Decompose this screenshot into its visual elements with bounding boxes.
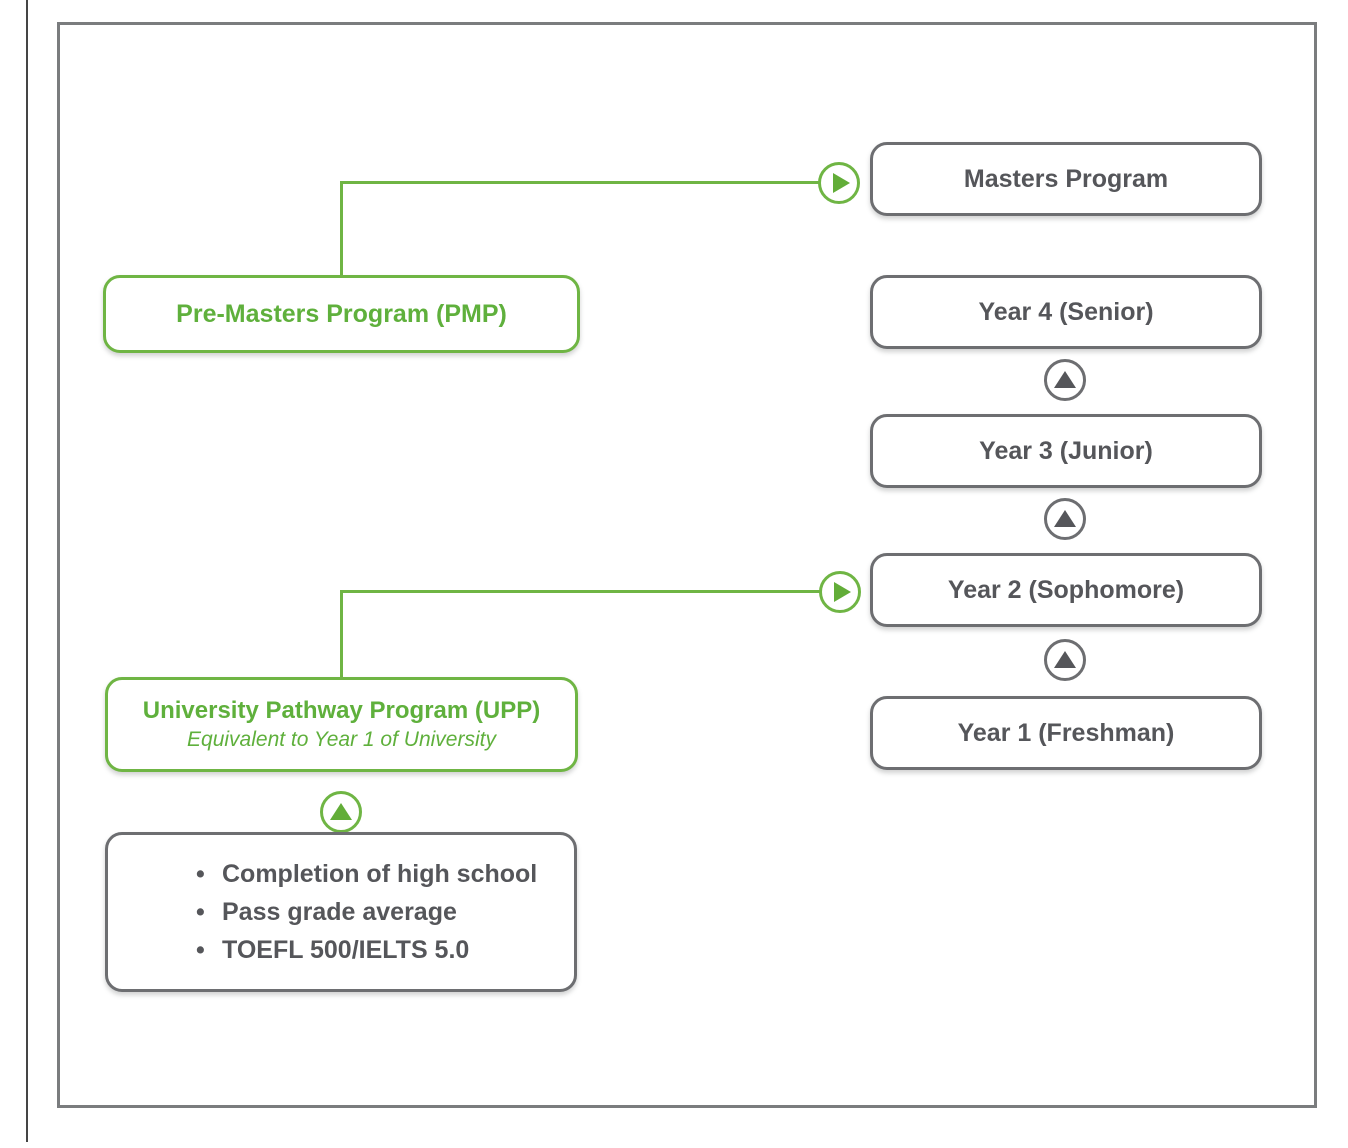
up-arrow-icon — [1044, 498, 1086, 540]
up-arrow-triangle — [330, 802, 352, 820]
requirement-item: Pass grade average — [196, 893, 537, 931]
upp-connector-vertical — [340, 590, 343, 679]
upp-subtitle: Equivalent to Year 1 of University — [187, 728, 496, 751]
masters-program-box: Masters Program — [870, 142, 1262, 216]
requirements-list: Completion of high school Pass grade ave… — [108, 855, 537, 969]
right-arrow-icon — [818, 162, 860, 204]
up-arrow-triangle — [1054, 370, 1076, 388]
year-4-box: Year 4 (Senior) — [870, 275, 1262, 349]
year-1-box: Year 1 (Freshman) — [870, 696, 1262, 770]
page-edge-line — [26, 0, 28, 1142]
year-1-label: Year 1 (Freshman) — [957, 718, 1175, 747]
requirement-item: Completion of high school — [196, 855, 537, 893]
year-3-box: Year 3 (Junior) — [870, 414, 1262, 488]
up-arrow-icon — [320, 791, 362, 833]
year-2-box: Year 2 (Sophomore) — [870, 553, 1262, 627]
university-pathway-program-box: University Pathway Program (UPP) Equival… — [105, 677, 578, 772]
up-arrow-icon — [1044, 359, 1086, 401]
year-2-label: Year 2 (Sophomore) — [947, 575, 1185, 604]
pmp-connector-vertical — [340, 181, 343, 277]
up-arrow-triangle — [1054, 650, 1076, 668]
up-arrow-icon — [1044, 639, 1086, 681]
entry-requirements-box: Completion of high school Pass grade ave… — [105, 832, 577, 992]
pre-masters-program-label: Pre-Masters Program (PMP) — [176, 299, 507, 328]
masters-program-label: Masters Program — [963, 164, 1169, 193]
right-arrow-triangle — [832, 173, 850, 193]
right-arrow-icon — [819, 571, 861, 613]
year-3-label: Year 3 (Junior) — [979, 436, 1153, 465]
upp-connector-horizontal — [341, 590, 821, 593]
year-4-label: Year 4 (Senior) — [978, 297, 1154, 326]
up-arrow-triangle — [1054, 509, 1076, 527]
pmp-connector-horizontal — [341, 181, 820, 184]
requirement-item: TOEFL 500/IELTS 5.0 — [196, 931, 537, 969]
pre-masters-program-box: Pre-Masters Program (PMP) — [103, 275, 580, 353]
right-arrow-triangle — [833, 582, 851, 602]
upp-title: University Pathway Program (UPP) — [142, 697, 541, 724]
